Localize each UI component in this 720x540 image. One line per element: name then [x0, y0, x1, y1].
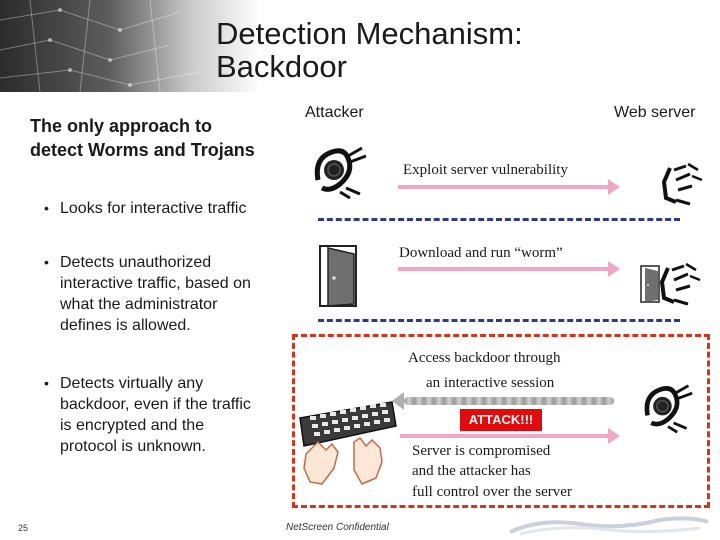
step-exploit-label: Exploit server vulnerability — [403, 162, 568, 178]
trojan-icon — [659, 262, 701, 306]
hand-icon — [303, 436, 383, 485]
bullet-text: Detects virtually any backdoor, even if … — [60, 375, 251, 455]
step-compromised-label-line3: full control over the server — [412, 484, 572, 500]
step-download-label: Download and run “worm” — [399, 245, 563, 261]
step-compromised-label-line1: Server is compromised — [412, 443, 551, 459]
bullet-text: Detects unauthorized interactive traffic… — [60, 254, 251, 334]
arrow-to-server — [400, 428, 620, 444]
trojan-icon — [661, 162, 703, 206]
bullet-glyph: • — [44, 375, 49, 391]
bullet-item: • Detects unauthorized interactive traff… — [44, 252, 260, 336]
bullet-item: • Detects virtually any backdoor, even i… — [44, 373, 260, 457]
slide-title-line1: Detection Mechanism: — [216, 16, 523, 51]
arrow-to-server — [398, 179, 620, 195]
door-icon — [319, 245, 357, 307]
slide-title-line2: Backdoor — [216, 49, 347, 84]
attacker-label: Attacker — [305, 104, 364, 121]
bullet-item: • Looks for interactive traffic — [44, 198, 260, 219]
step-backdoor-label-line1: Access backdoor through — [408, 350, 561, 366]
footer-confidential: NetScreen Confidential — [286, 522, 389, 533]
interactive-session-arrow — [392, 392, 614, 410]
trojan-icon — [644, 384, 693, 434]
trojan-icon — [314, 146, 367, 200]
separator-line — [318, 319, 680, 322]
attack-region-box — [292, 334, 710, 508]
separator-line — [318, 218, 680, 221]
bullet-glyph: • — [44, 254, 49, 270]
bullet-text: Looks for interactive traffic — [60, 200, 247, 217]
door-icon — [640, 265, 660, 303]
step-backdoor-label-line2: an interactive session — [426, 375, 555, 391]
arrow-to-server — [398, 261, 620, 277]
attack-badge: ATTACK!!! — [460, 409, 542, 431]
header-band — [0, 0, 720, 92]
step-compromised-label-line2: and the attacker has — [412, 463, 531, 479]
footer-logo-graphic — [509, 516, 709, 536]
header-network-graphic — [0, 0, 201, 92]
web-server-label: Web server — [614, 104, 696, 121]
keyboard-illustration — [299, 401, 397, 485]
page-number: 25 — [18, 523, 29, 533]
intro-text: The only approach to detect Worms and Tr… — [30, 116, 255, 160]
bullet-glyph: • — [44, 200, 49, 216]
